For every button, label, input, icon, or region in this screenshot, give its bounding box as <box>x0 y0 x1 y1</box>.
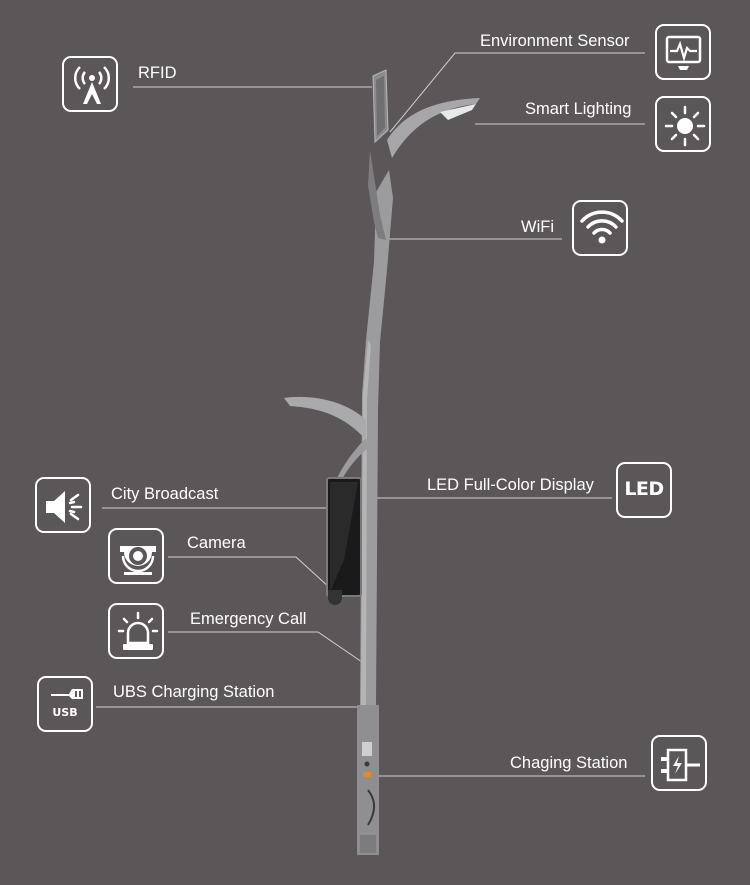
camera-label: Camera <box>187 534 246 552</box>
radio-tower-icon <box>62 56 118 112</box>
wifi-label: WiFi <box>521 218 554 236</box>
led-icon-text: LED <box>624 478 664 500</box>
camera-leader <box>168 556 331 589</box>
city-broadcast-label: City Broadcast <box>111 485 219 503</box>
leader-lines <box>96 52 645 777</box>
pole-base-cabinet <box>357 705 379 855</box>
usb-charging-label: UBS Charging Station <box>113 683 275 701</box>
dome-camera-icon <box>108 528 164 584</box>
alarm-siren-icon <box>108 603 164 659</box>
sun-icon <box>655 96 711 152</box>
usb-icon-text: USB <box>52 706 78 719</box>
pole-front-strip <box>368 150 386 240</box>
monitor-pulse-icon <box>655 24 711 80</box>
plug-icon <box>651 735 707 791</box>
environment-sensor-leader <box>389 52 645 133</box>
smart-pole <box>284 69 480 855</box>
speaker-icon <box>35 477 91 533</box>
led-icon: LED <box>616 462 672 518</box>
emergency-call-leader <box>168 631 363 663</box>
environment-sensor-label: Environment Sensor <box>480 32 630 50</box>
smart-lighting-label: Smart Lighting <box>525 100 632 118</box>
rfid-label: RFID <box>138 64 177 82</box>
wifi-icon <box>572 200 628 256</box>
usb-icon: USB <box>37 676 93 732</box>
pole-shaft <box>360 170 393 705</box>
charging-station-label: Chaging Station <box>510 754 628 772</box>
emergency-call-label: Emergency Call <box>190 610 307 628</box>
lamp-arm-lower <box>284 396 366 440</box>
led-display-label: LED Full-Color Display <box>427 476 594 494</box>
camera-unit <box>328 590 342 605</box>
lamp-arm-top <box>387 98 480 158</box>
